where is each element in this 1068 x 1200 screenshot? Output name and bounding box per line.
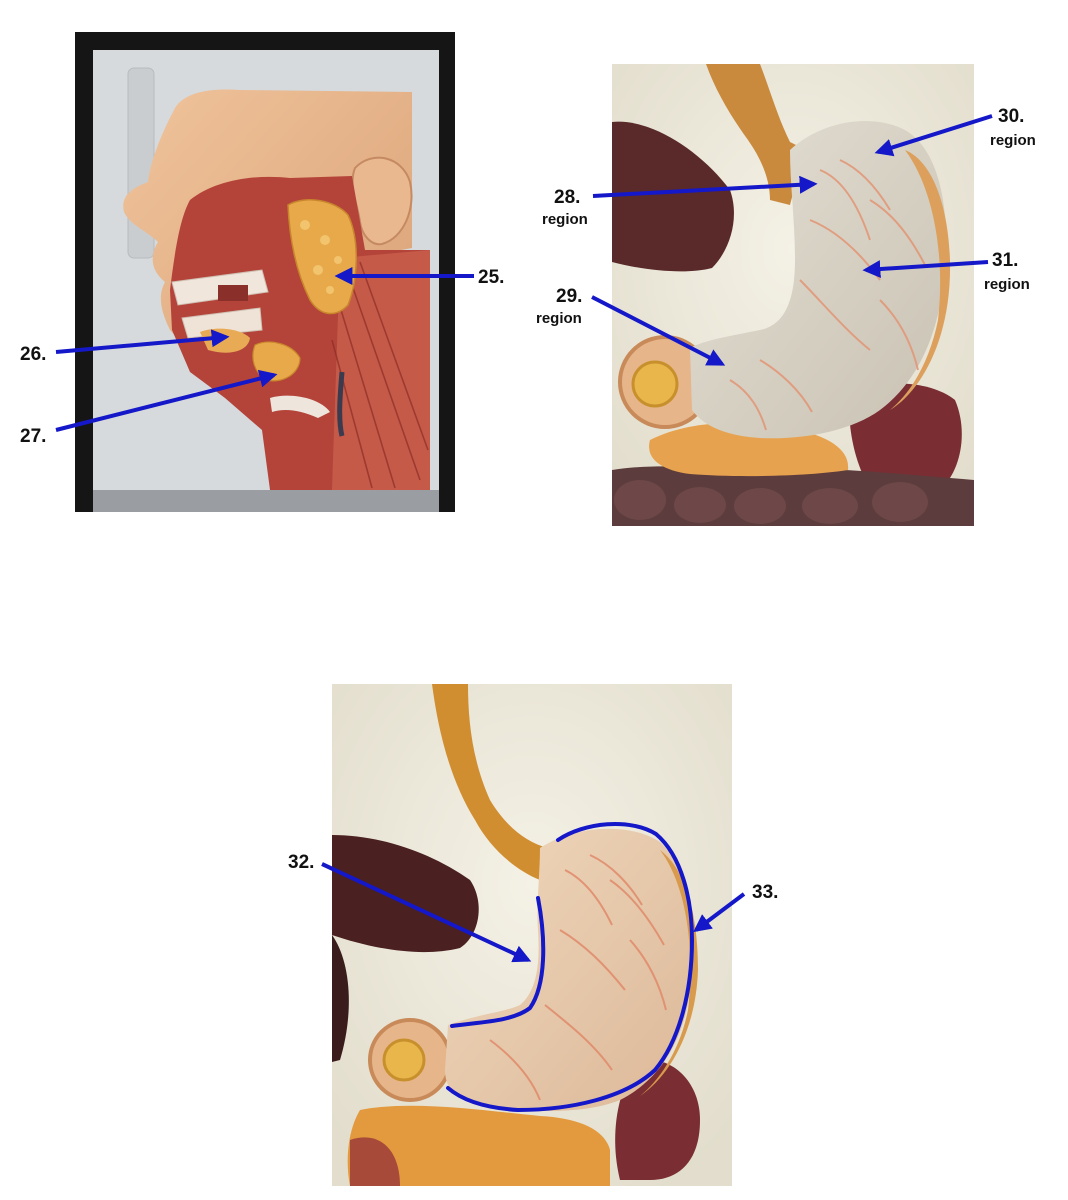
label-30: 30. region — [874, 106, 1036, 157]
label-28: 28. region — [542, 175, 818, 228]
svg-text:region: region — [542, 211, 588, 228]
svg-text:25.: 25. — [478, 267, 504, 288]
label-31: 31. region — [862, 250, 1030, 293]
greater-curvature-outline — [446, 822, 695, 1113]
svg-text:26.: 26. — [20, 344, 46, 365]
label-27: 27. — [20, 369, 278, 447]
svg-text:27.: 27. — [20, 426, 46, 447]
stomach-regions-photo — [612, 64, 974, 526]
label-33: 33. — [693, 882, 778, 933]
svg-text:33.: 33. — [752, 882, 778, 903]
stomach-curvatures-photo — [332, 684, 732, 1186]
svg-text:region: region — [984, 276, 1030, 293]
svg-text:32.: 32. — [288, 852, 314, 873]
label-26: 26. — [20, 329, 230, 365]
svg-text:region: region — [990, 132, 1036, 149]
lesser-curvature-outline — [450, 896, 546, 1028]
svg-text:30.: 30. — [998, 106, 1024, 127]
label-25: 25. — [334, 267, 504, 288]
label-29: 29. region — [536, 286, 726, 366]
label-32: 32. — [288, 852, 532, 963]
svg-text:region: region — [536, 310, 582, 327]
svg-text:28.: 28. — [554, 187, 580, 208]
head-model-photo — [75, 32, 455, 512]
svg-text:31.: 31. — [992, 250, 1018, 271]
svg-text:29.: 29. — [556, 286, 582, 307]
